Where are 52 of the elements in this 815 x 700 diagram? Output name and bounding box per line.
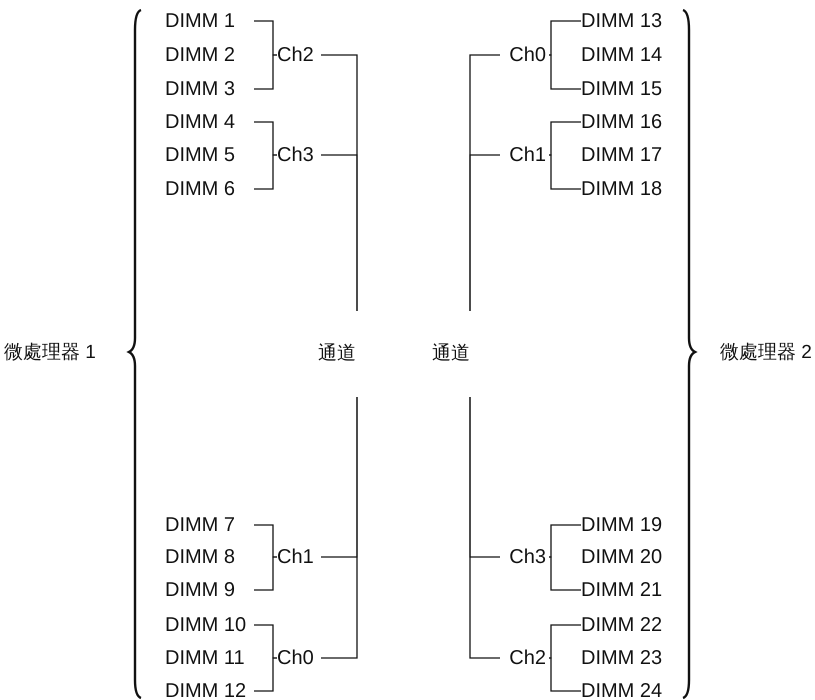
connector-line: [254, 657, 277, 692]
connector-line: [254, 556, 277, 591]
dimm-label: DIMM 11: [165, 646, 245, 670]
connector-line: [469, 154, 500, 311]
dimm-label: DIMM 15: [581, 77, 671, 101]
dimm-label: DIMM 13: [581, 9, 671, 33]
connector-line: [254, 54, 277, 90]
connector-line: [254, 154, 277, 190]
connector-line: [549, 54, 581, 90]
dimm-label: DIMM 8: [165, 545, 245, 569]
dimm-label: DIMM 1: [165, 9, 254, 33]
channel-label: Ch2: [500, 646, 549, 670]
connector-line: [549, 657, 581, 692]
dimm-label: DIMM 10: [165, 613, 254, 637]
dimm-label: DIMM 2: [165, 43, 245, 67]
dimm-label: DIMM 4: [165, 110, 254, 134]
channel-label: Ch3: [277, 143, 321, 167]
channel-label: Ch3: [500, 545, 549, 569]
connector-line: [549, 624, 581, 659]
dimm-label: DIMM 23: [581, 646, 671, 670]
dimm-label: DIMM 20: [581, 545, 671, 569]
channel-group-label: 通道: [318, 311, 360, 397]
channel-label: Ch0: [500, 43, 549, 67]
dimm-label: DIMM 21: [581, 578, 671, 602]
channel-group-label: 通道: [432, 311, 474, 397]
dimm-label: DIMM 5: [165, 143, 245, 167]
dimm-label: DIMM 17: [581, 143, 671, 167]
dimm-label: DIMM 18: [581, 177, 671, 201]
dimm-label: DIMM 24: [581, 679, 671, 700]
channel-label: Ch1: [500, 143, 549, 167]
dimm-label: DIMM 16: [581, 110, 671, 134]
processor-label: 微處理器 1: [4, 340, 98, 366]
connector-line: [549, 524, 581, 558]
dimm-label: DIMM 7: [165, 513, 254, 537]
dimm-label: DIMM 6: [165, 177, 254, 201]
channel-label: Ch0: [277, 646, 321, 670]
channel-label: Ch1: [277, 545, 321, 569]
dimm-label: DIMM 3: [165, 77, 254, 101]
dimm-label: DIMM 22: [581, 613, 671, 637]
connector-line: [549, 154, 581, 190]
dimm-label: DIMM 12: [165, 679, 254, 700]
connector-line: [321, 154, 358, 311]
dimm-label: DIMM 9: [165, 578, 254, 602]
processor-label: 微處理器 2: [720, 340, 814, 366]
connector-line: [321, 397, 358, 659]
connector-line: [549, 556, 581, 591]
dimm-label: DIMM 19: [581, 513, 671, 537]
dimm-label: DIMM 14: [581, 43, 671, 67]
connector-line: [549, 20, 581, 56]
connector-line: [469, 397, 500, 659]
channel-label: Ch2: [277, 43, 321, 67]
connector-line: [549, 121, 581, 156]
